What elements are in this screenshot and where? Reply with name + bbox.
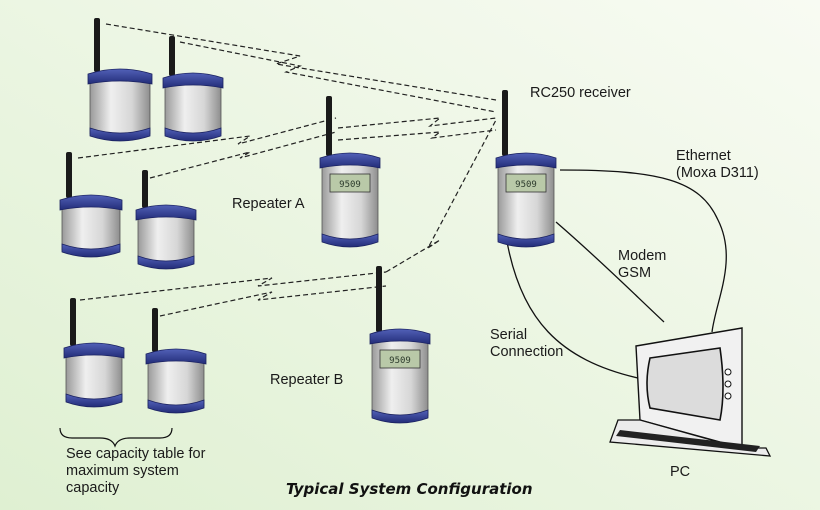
device-base bbox=[321, 233, 379, 248]
radio-link bbox=[149, 131, 337, 179]
ethernet-cable bbox=[559, 169, 727, 333]
antenna bbox=[326, 96, 332, 156]
antenna bbox=[152, 308, 158, 352]
radio-link bbox=[105, 23, 497, 101]
device-base bbox=[61, 243, 121, 258]
device-base bbox=[137, 255, 195, 270]
device-base bbox=[65, 393, 123, 408]
serial-cable bbox=[505, 235, 639, 379]
modem-cable bbox=[555, 221, 665, 323]
lcd-display bbox=[505, 173, 547, 193]
device-cap bbox=[63, 342, 125, 359]
antenna bbox=[502, 90, 508, 156]
pc-button bbox=[724, 368, 732, 376]
antenna bbox=[70, 298, 76, 346]
antenna bbox=[169, 36, 175, 76]
transmitter-2 bbox=[162, 36, 224, 142]
receiver-label: RC250 receiver bbox=[530, 85, 631, 101]
radio-link bbox=[385, 119, 497, 273]
device-cap bbox=[145, 348, 207, 365]
ethernet-label: Ethernet (Moxa D311) bbox=[676, 148, 759, 181]
receiver-device: 9509 bbox=[495, 90, 557, 248]
repeater-b-label: Repeater B bbox=[270, 372, 344, 388]
device-cap bbox=[59, 194, 123, 211]
modem-label: Modem GSM bbox=[618, 248, 667, 281]
pc-keyboard bbox=[616, 430, 760, 452]
pc-computer bbox=[609, 327, 772, 457]
wireless-links bbox=[77, 23, 497, 317]
lcd-reading: 9509 bbox=[515, 180, 537, 190]
lcd-reading: 9509 bbox=[389, 356, 411, 366]
device-base bbox=[497, 233, 555, 248]
repeater-a-label: Repeater A bbox=[232, 196, 305, 212]
transmitter-1 bbox=[87, 18, 153, 142]
antenna bbox=[376, 266, 382, 332]
device-base bbox=[89, 127, 151, 142]
diagram-caption: Typical System Configuration bbox=[286, 480, 533, 498]
lcd-display bbox=[329, 173, 371, 193]
devices: 9509 9509 9509 bbox=[59, 18, 557, 424]
pc-button bbox=[724, 392, 732, 400]
transmitter-4 bbox=[135, 170, 197, 270]
repeater-b-device: 9509 bbox=[369, 266, 431, 424]
radio-link bbox=[337, 129, 497, 141]
repeater-a-device: 9509 bbox=[319, 96, 381, 248]
device-cap bbox=[369, 328, 431, 345]
serial-label: Serial Connection bbox=[490, 327, 564, 360]
device-cap bbox=[87, 68, 153, 85]
device-cap bbox=[162, 72, 224, 89]
cable-connections bbox=[505, 169, 727, 379]
radio-link bbox=[77, 117, 337, 159]
transmitter-6 bbox=[145, 308, 207, 414]
device-base bbox=[147, 399, 205, 414]
antenna bbox=[66, 152, 72, 198]
lcd-display bbox=[379, 349, 421, 369]
radio-link bbox=[79, 271, 387, 301]
capacity-brace bbox=[59, 427, 173, 448]
pc-label: PC bbox=[670, 464, 691, 480]
device-base bbox=[164, 127, 222, 142]
antenna bbox=[94, 18, 100, 72]
radio-link bbox=[159, 285, 387, 317]
transmitter-3 bbox=[59, 152, 123, 258]
lcd-reading: 9509 bbox=[339, 180, 361, 190]
radio-link bbox=[337, 117, 497, 129]
capacity-note: See capacity table for maximum system ca… bbox=[66, 446, 206, 496]
transmitter-5 bbox=[63, 298, 125, 408]
device-cap bbox=[495, 152, 557, 169]
pc-screen bbox=[646, 347, 724, 421]
radio-link bbox=[179, 41, 497, 113]
device-cap bbox=[135, 204, 197, 221]
device-cap bbox=[319, 152, 381, 169]
pc-button bbox=[724, 380, 732, 388]
antenna bbox=[142, 170, 148, 208]
device-base bbox=[371, 409, 429, 424]
